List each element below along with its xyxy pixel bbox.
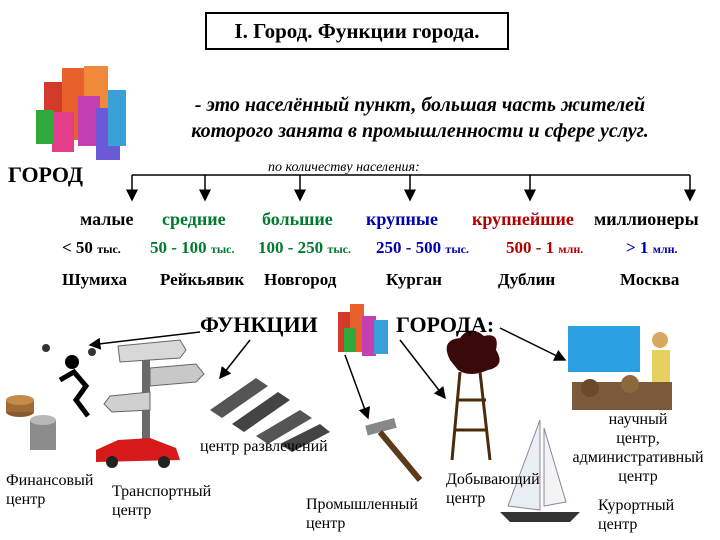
range-large: 250 - 500 тыс. bbox=[376, 238, 470, 257]
range-largest: 500 - 1 млн. bbox=[506, 238, 584, 257]
hammer-icon bbox=[365, 418, 423, 482]
category-medium: средние bbox=[162, 209, 226, 229]
category-millionaires: миллионеры bbox=[594, 209, 699, 229]
people-icon bbox=[568, 326, 672, 410]
page-title: I. Город. Функции города. bbox=[205, 12, 509, 50]
example-large: Курган bbox=[386, 270, 442, 289]
range-big: 100 - 250 тыс. bbox=[258, 238, 352, 257]
functions-title-right: ГОРОДА: bbox=[396, 312, 495, 337]
example-largest: Дублин bbox=[498, 270, 556, 289]
example-millionaires: Москва bbox=[620, 270, 680, 289]
range-millionaires: > 1 млн. bbox=[626, 238, 678, 257]
range-small: < 50 тыс. bbox=[62, 238, 121, 257]
category-largest: крупнейшие bbox=[472, 209, 574, 229]
category-small: малые bbox=[80, 209, 134, 229]
juggler-icon bbox=[42, 344, 96, 418]
functions-title-left: ФУНКЦИИ bbox=[200, 312, 318, 337]
example-small: Шумиха bbox=[62, 270, 128, 289]
metal-bars-icon bbox=[210, 378, 330, 452]
small-buildings-icon bbox=[338, 304, 388, 356]
example-big: Новгород bbox=[264, 270, 337, 289]
signpost-icon bbox=[103, 339, 205, 460]
oil-derrick-icon bbox=[446, 330, 500, 461]
entertainment-center-label: центр развлечений bbox=[200, 438, 328, 455]
range-medium: 50 - 100 тыс. bbox=[150, 238, 235, 257]
city-definition: - это населённый пункт, большая часть жи… bbox=[191, 94, 649, 142]
buildings-icon bbox=[36, 66, 126, 160]
sailboat-icon bbox=[500, 419, 580, 522]
by-population-label: по количеству населения: bbox=[268, 160, 420, 175]
category-large: крупные bbox=[366, 209, 438, 229]
example-medium: Рейкьявик bbox=[160, 270, 245, 289]
coins-icon bbox=[6, 395, 56, 450]
car-icon bbox=[96, 438, 180, 468]
city-heading: ГОРОД bbox=[8, 162, 84, 187]
category-big: большие bbox=[262, 209, 333, 229]
